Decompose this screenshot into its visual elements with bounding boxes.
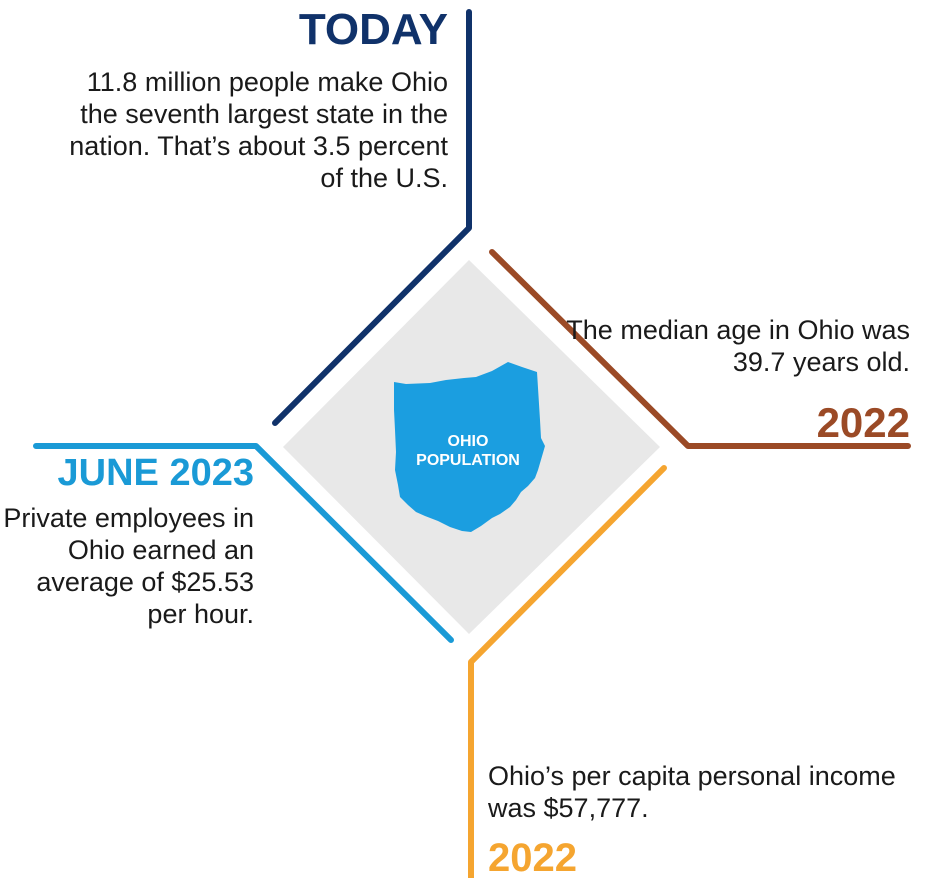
income-block: Ohio’s per capita personal income was $5…: [488, 760, 898, 878]
income-title: 2022: [488, 836, 577, 880]
median-age-connector-line: [489, 249, 911, 449]
median-age-text: The median age in Ohio was 39.7 years ol…: [566, 315, 910, 377]
wages-block: JUNE 2023 Private employees in Ohio earn…: [0, 454, 254, 630]
center-label-line2: POPULATION: [416, 452, 520, 469]
median-age-block: The median age in Ohio was 39.7 years ol…: [520, 314, 910, 444]
center-label-line1: OHIO: [447, 433, 489, 450]
wages-text: Private employees in Ohio earned an aver…: [3, 503, 254, 629]
median-age-title: 2022: [816, 399, 910, 446]
center-label: OHIO POPULATION: [398, 432, 538, 470]
today-block: TODAY 11.8 million people make Ohio the …: [60, 8, 448, 194]
wages-connector-line: [33, 443, 454, 643]
income-text: Ohio’s per capita personal income was $5…: [488, 761, 896, 823]
today-connector-line: [272, 9, 472, 426]
income-connector-line: [468, 465, 667, 878]
today-title: TODAY: [298, 5, 448, 54]
ohio-state-icon: [394, 362, 545, 532]
today-text: 11.8 million people make Ohio the sevent…: [69, 67, 448, 193]
wages-title: JUNE 2023: [57, 452, 254, 494]
